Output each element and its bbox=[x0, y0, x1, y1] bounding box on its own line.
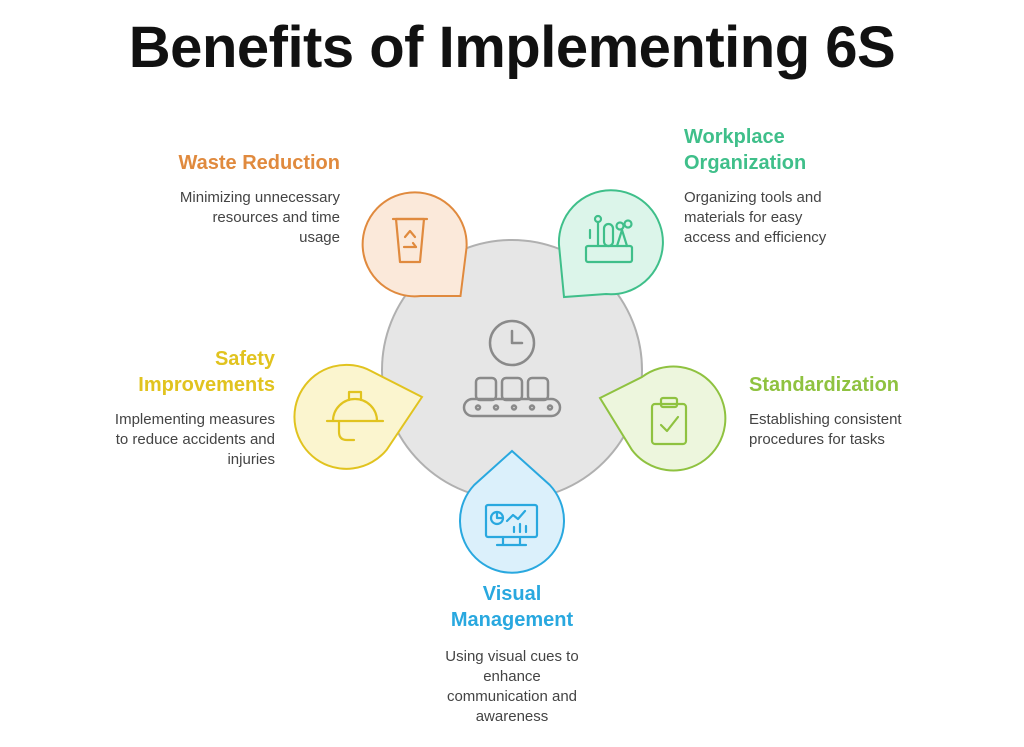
recycle-bin-icon bbox=[391, 217, 429, 264]
workplace-organization-description: Organizing tools and materials for easy … bbox=[684, 189, 827, 246]
waste-reduction-block: Waste Reduction Minimizing unnecessary r… bbox=[130, 150, 341, 248]
safety-improvements-description: Implementing measures to reduce accident… bbox=[114, 411, 275, 468]
safety-improvements-teardrop bbox=[293, 363, 424, 470]
hard-hat-icon bbox=[325, 390, 385, 442]
safety-improvements-block: Safety Improvements Implementing measure… bbox=[75, 346, 275, 470]
visual-management-description: Using visual cues to enhance communicati… bbox=[445, 648, 579, 725]
tool-holder-icon bbox=[584, 214, 634, 264]
clipboard-check-icon bbox=[650, 396, 688, 446]
clock-conveyor-icon bbox=[462, 319, 562, 418]
waste-reduction-description: Minimizing unnecessary resources and tim… bbox=[179, 189, 340, 246]
visual-management-title: Visual Management bbox=[450, 583, 574, 631]
workplace-organization-title: Workplace Organization bbox=[684, 126, 807, 174]
standardization-title: Standardization bbox=[749, 374, 900, 396]
standardization-teardrop bbox=[598, 365, 727, 472]
visual-management-teardrop bbox=[459, 449, 565, 574]
page-title: Benefits of Implementing 6S bbox=[128, 15, 896, 80]
workplace-organization-block: Workplace Organization Organizing tools … bbox=[684, 124, 914, 248]
standardization-description: Establishing consistent procedures for t… bbox=[749, 411, 902, 448]
waste-reduction-title: Waste Reduction bbox=[178, 152, 341, 174]
monitor-dashboard-icon bbox=[484, 503, 539, 547]
workplace-organization-teardrop bbox=[557, 189, 664, 299]
safety-improvements-title: Safety Improvements bbox=[138, 348, 275, 396]
visual-management-block: Visual Management Using visual cues to e… bbox=[402, 581, 622, 727]
standardization-block: Standardization Establishing consistent … bbox=[749, 372, 949, 450]
